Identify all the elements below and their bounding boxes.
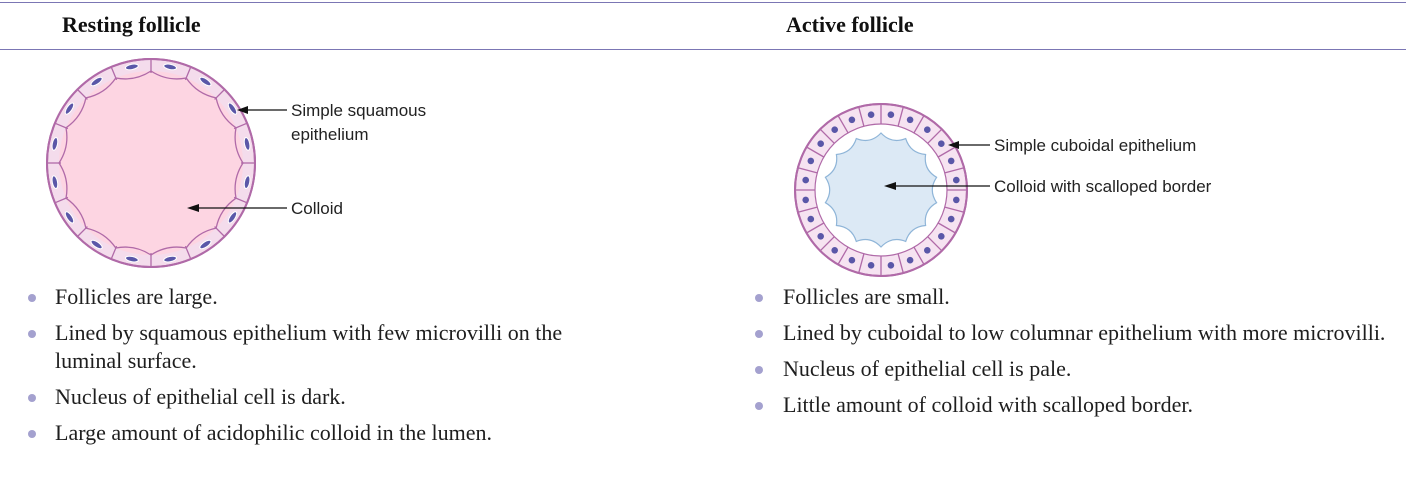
nucleus-icon (849, 257, 856, 264)
nucleus-icon (868, 262, 875, 269)
nucleus-icon (831, 247, 838, 254)
nucleus-icon (924, 126, 931, 133)
list-item: Follicles are small. (783, 283, 1395, 311)
nucleus-icon (802, 197, 809, 204)
nucleus-icon (948, 216, 955, 223)
bullet-icon (28, 394, 36, 402)
epithelium-label-line1: Simple squamous (291, 101, 426, 120)
bullet-icon (755, 294, 763, 302)
list-item: Nucleus of epithelial cell is dark. (55, 383, 665, 411)
nucleus-icon (953, 197, 960, 204)
list-item: Large amount of acidophilic colloid in t… (55, 419, 665, 447)
active-follicle-features: Follicles are small. Lined by cuboidal t… (783, 283, 1395, 427)
cuboidal-label: Simple cuboidal epithelium (994, 136, 1196, 155)
nucleus-icon (953, 177, 960, 184)
scalloped-label: Colloid with scalloped border (994, 177, 1212, 196)
nucleus-icon (817, 233, 824, 240)
bullet-icon (755, 366, 763, 374)
colloid-label: Colloid (291, 199, 343, 218)
nucleus-icon (849, 117, 856, 124)
epithelium-label-line2: epithelium (291, 125, 369, 144)
nucleus-icon (831, 126, 838, 133)
list-item: Little amount of colloid with scalloped … (783, 391, 1395, 419)
nucleus-icon (808, 216, 815, 223)
resting-follicle-diagram: Simple squamous epithelium Colloid (0, 0, 703, 285)
bullet-icon (28, 430, 36, 438)
nucleus-icon (907, 257, 914, 264)
nucleus-icon (938, 140, 945, 147)
nucleus-icon (924, 247, 931, 254)
list-item: Follicles are large. (55, 283, 665, 311)
bullet-icon (755, 402, 763, 410)
bullet-icon (28, 330, 36, 338)
resting-follicle-features: Follicles are large. Lined by squamous e… (55, 283, 665, 455)
bullet-icon (755, 330, 763, 338)
bullet-icon (28, 294, 36, 302)
nucleus-icon (938, 233, 945, 240)
nucleus-icon (907, 117, 914, 124)
active-follicle-column: Active follicle Simple cuboidal epitheli… (703, 0, 1406, 485)
nucleus-icon (888, 111, 895, 118)
nucleus-icon (802, 177, 809, 184)
active-follicle-diagram: Simple cuboidal epithelium Colloid with … (703, 0, 1406, 285)
list-item: Lined by squamous epithelium with few mi… (55, 319, 615, 375)
nucleus-icon (817, 140, 824, 147)
nucleus-icon (948, 158, 955, 165)
list-item: Nucleus of epithelial cell is pale. (783, 355, 1395, 383)
nucleus-icon (808, 158, 815, 165)
list-item: Lined by cuboidal to low columnar epithe… (783, 319, 1395, 347)
nucleus-icon (868, 111, 875, 118)
nucleus-icon (888, 262, 895, 269)
resting-follicle-column: Resting follicle Simple squamous epithel… (0, 0, 703, 485)
